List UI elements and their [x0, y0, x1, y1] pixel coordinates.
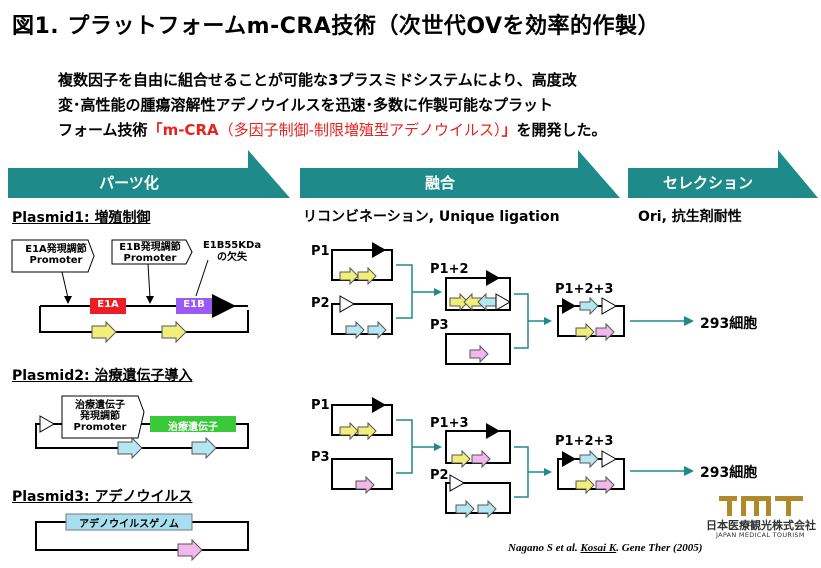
- stage-arrow-shape: [628, 150, 818, 198]
- stage-arrow-shape: [300, 150, 620, 198]
- plasmid3-diagram: [35, 513, 249, 562]
- e1a-promoter-label: E1A発現調節 Promoter: [25, 244, 87, 266]
- e1b-label: E1B: [183, 299, 205, 310]
- citation: Nagano S et al. Kosai K. Gene Ther (2005…: [508, 542, 703, 554]
- m-cra-description: （多因子制御-制限増殖型アデノウイルス）: [218, 121, 502, 139]
- stage-label: パーツ化: [99, 174, 159, 192]
- intro-line-3-prefix: フォーム技術: [58, 121, 148, 139]
- promoter-triangle-icon: [39, 415, 56, 433]
- logo-company-en: JAPAN MEDICAL TOURISM: [716, 531, 805, 539]
- fusion-row-1-result: 293細胞: [700, 316, 758, 332]
- bracket-open: 「: [147, 121, 163, 139]
- plasmid1-name: Plasmid1: 増殖制御: [12, 210, 151, 226]
- stage-header-parts: パーツ化: [8, 150, 290, 200]
- fusion-row-2-final: P1+2+3: [555, 434, 614, 449]
- fusion-row-2-extra: P2: [430, 468, 449, 483]
- fusion-row-2-diagram: [331, 397, 694, 519]
- e1b55kda-deletion-label: E1B55KDa の欠失: [202, 240, 262, 263]
- e1b-gene-box: [176, 298, 212, 314]
- p3-loop: [445, 333, 511, 365]
- blue-arrow-icon: [191, 436, 217, 460]
- fusion-row-1-input-2: P2: [311, 296, 330, 311]
- adenovirus-genome-label: アデノウイルスゲノム: [79, 519, 179, 530]
- stage-arrow-shape: [8, 150, 290, 198]
- plasmid2-name: Plasmid2: 治療遺伝子導入: [12, 368, 193, 384]
- intro-line-3: フォーム技術「m-CRA（多因子制御-制限増殖型アデノウイルス）」を開発した。: [58, 118, 607, 143]
- e1a-gene-box: [90, 298, 126, 314]
- stage-header-selection: セレクション: [628, 150, 818, 200]
- e1b-promoter-label: E1B発現調節 Promoter: [119, 242, 181, 264]
- stage-label: 融合: [424, 174, 455, 192]
- selection-subtitle: Ori, 抗生剤耐性: [638, 209, 742, 225]
- e1b-promoter-callout: [111, 239, 193, 265]
- m-cra-term: m-CRA: [162, 121, 219, 139]
- therapy-gene-label: 治療遺伝子: [168, 422, 218, 433]
- intro-text: 複数因子を自由に組合せることが可能な3プラスミドシステムにより、高度改 変･高性…: [58, 68, 607, 143]
- pink-arrow-icon: [177, 538, 203, 562]
- fusion-row-1-extra: P3: [430, 318, 449, 333]
- adenovirus-genome-box: [65, 513, 193, 531]
- yellow-arrow-icon: [91, 320, 117, 344]
- fusion-row-2-input-2: P3: [311, 450, 330, 465]
- logo-company-jp: 日本医療観光株式会社: [706, 519, 816, 532]
- intro-line-1: 複数因子を自由に組合せることが可能な3プラスミドシステムにより、高度改: [58, 71, 577, 89]
- e1a-label: E1A: [97, 299, 119, 310]
- plasmid3-name: Plasmid3: アデノウイルス: [12, 489, 193, 505]
- fusion-row-2-input-1: P1: [311, 398, 330, 413]
- intro-line-2: 変･高性能の腫瘍溶解性アデノウイルスを迅速･多数に作製可能なプラット: [58, 96, 554, 114]
- therapy-promoter-label: 治療遺伝子 発現調節 Promoter: [73, 400, 127, 433]
- e1a-promoter-callout: [11, 239, 95, 273]
- blue-arrow-icon: [117, 436, 143, 460]
- deletion-marker-icon: [212, 294, 236, 318]
- stage-label: セレクション: [662, 174, 753, 192]
- figure-title: 図1. プラットフォームm-CRA技術（次世代OVを効率的作製）: [12, 14, 660, 39]
- bracket-close: 」: [501, 121, 517, 139]
- plasmid1-diagram: [11, 239, 249, 344]
- jmt-logo-icon: [719, 496, 803, 516]
- p2-loop: [331, 303, 393, 335]
- fusion-row-1-step1: P1+2: [430, 262, 469, 277]
- yellow-arrow-icon: [161, 320, 187, 344]
- therapy-gene-box: [150, 416, 236, 432]
- p1-2-loop: [445, 277, 511, 311]
- plasmid2-diagram: [35, 395, 249, 460]
- stage-header-fusion: 融合: [300, 150, 620, 200]
- fusion-row-1-diagram: [331, 242, 694, 365]
- fusion-row-1-final: P1+2+3: [555, 282, 614, 297]
- therapy-promoter-callout: [61, 395, 145, 439]
- fusion-row-2-step1: P1+3: [430, 416, 469, 431]
- fusion-row-1-input-1: P1: [311, 244, 330, 259]
- fusion-row-2-result: 293細胞: [700, 465, 758, 481]
- intro-line-3-suffix: を開発した。: [516, 121, 607, 139]
- plasmid1-backbone: [39, 306, 249, 333]
- fusion-subtitle: リコンビネーション, Unique ligation: [303, 209, 560, 225]
